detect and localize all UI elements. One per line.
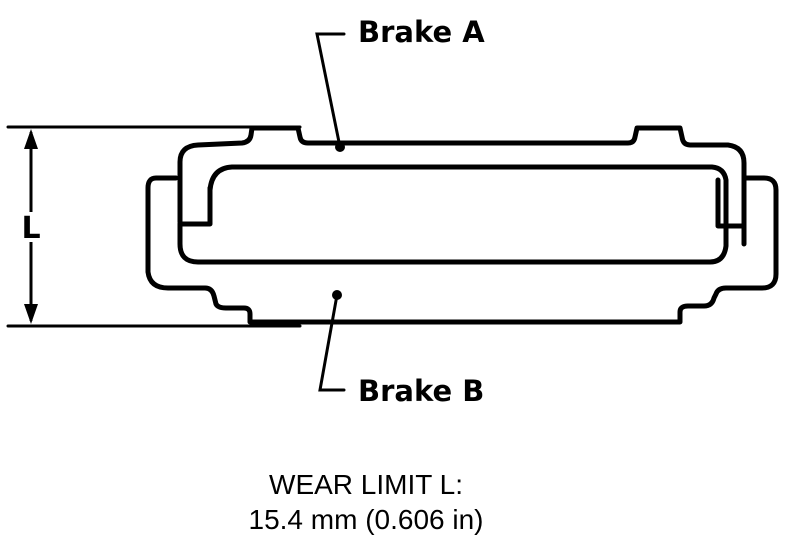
brake-b-label: Brake B (358, 374, 484, 408)
dimension-label-bg (16, 212, 48, 242)
brake-a-label: Brake A (358, 15, 485, 49)
wear-limit-caption-line2: 15.4 mm (0.606 in) (249, 504, 484, 535)
brake-b-callout (318, 290, 346, 392)
brake-b-outline (177, 164, 729, 265)
wear-limit-caption-line1: WEAR LIMIT L: (269, 469, 463, 500)
dimension-label-L: L (21, 211, 40, 246)
brake-a-inner-right (715, 177, 747, 229)
brake-b-lower-outline (145, 175, 779, 325)
brake-a-inner-left (177, 185, 213, 227)
brake-a-callout (315, 32, 346, 152)
brake-a-outline (177, 125, 747, 247)
